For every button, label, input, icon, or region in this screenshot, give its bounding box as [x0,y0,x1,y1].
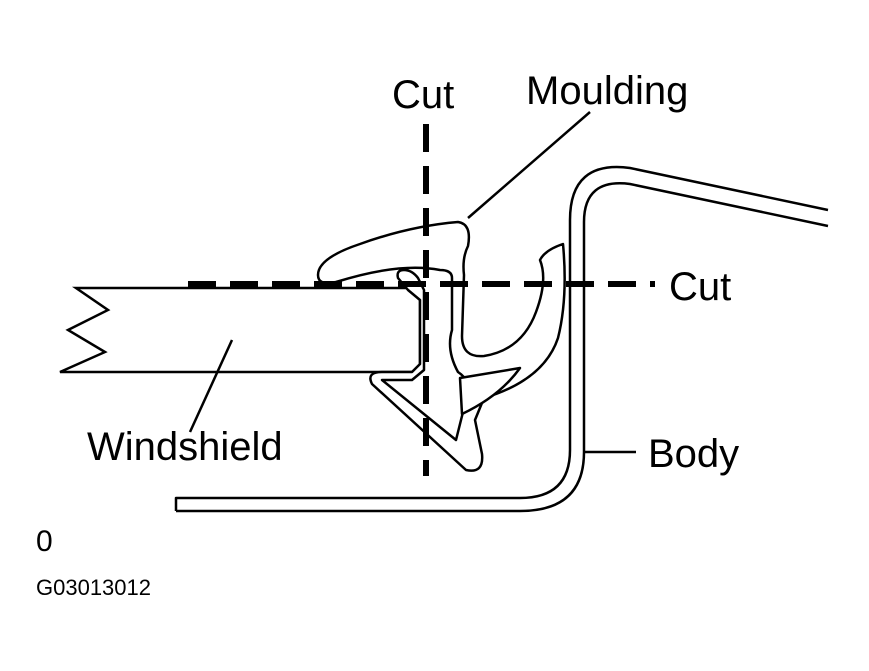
body-inner-edge [176,182,829,513]
moulding-outline [316,220,566,472]
cut-horizontal-label: Cut [669,265,731,309]
moulding-label: Moulding [526,69,688,113]
cut-vertical-label: Cut [392,73,454,117]
moulding-profile [316,220,566,472]
windshield-glass [59,286,422,374]
body-outer-edge [174,165,829,511]
figure-marker: 0 [36,525,53,558]
body-label: Body [648,432,739,476]
body-panel [174,165,829,513]
moulding-leader [467,111,591,219]
figure-code: G03013012 [36,575,151,600]
windshield-outline [59,286,422,374]
windshield-label: Windshield [87,425,283,469]
leader-lines [188,111,636,454]
moulding-inner-triangle [458,366,522,416]
windshield-leader [188,339,234,433]
cut-lines [188,124,655,476]
